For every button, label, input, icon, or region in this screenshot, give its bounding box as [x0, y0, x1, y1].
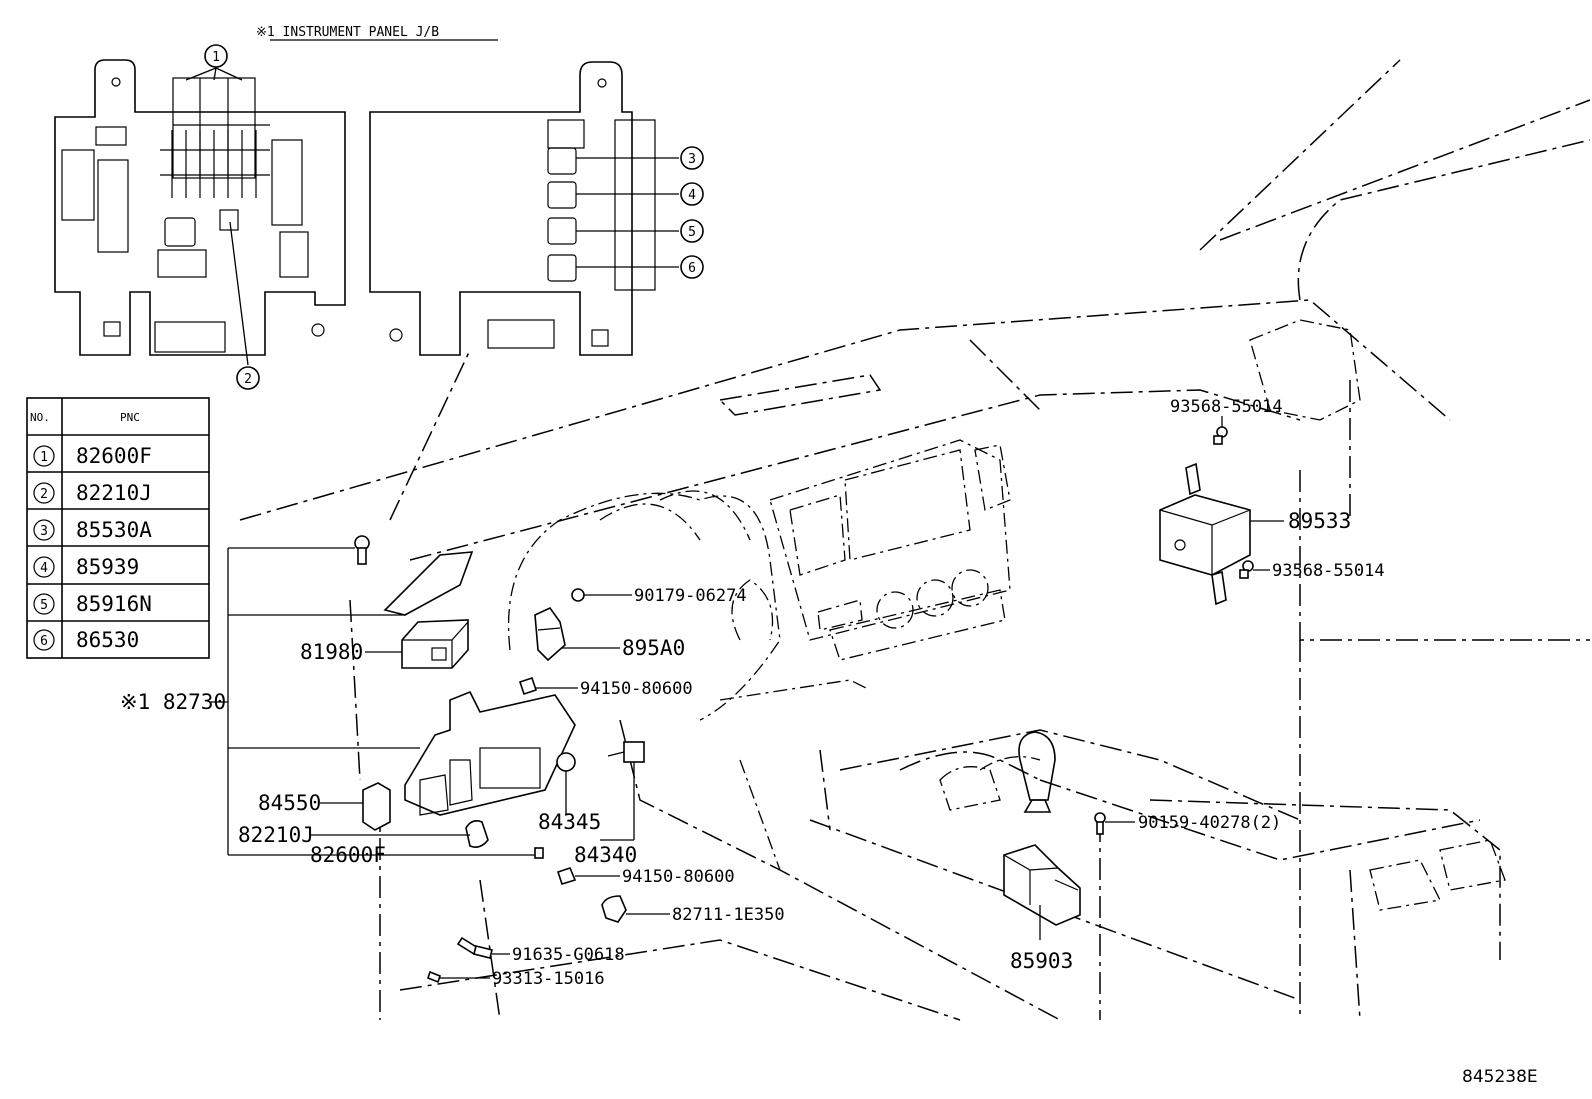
part-label-85903: 85903 — [1010, 949, 1073, 973]
table-row-no: 6 — [40, 634, 48, 649]
bolt-93568-bottom — [1239, 560, 1254, 579]
callout-6: 6 — [680, 255, 704, 279]
screw-93313 — [427, 970, 441, 984]
part-label-93568-top: 93568-55014 — [1170, 397, 1283, 417]
table-row-pnc: 86530 — [76, 628, 139, 652]
part-label-82600f: 82600F — [310, 843, 386, 867]
table-row-pnc: 85916N — [76, 592, 152, 616]
shift-lever — [1018, 731, 1056, 813]
sensor-895a0 — [534, 606, 566, 662]
part-label-81980: 81980 — [300, 640, 363, 664]
junction-block-front-view — [54, 59, 346, 366]
table-row-no: 3 — [40, 524, 48, 539]
part-label-84340: 84340 — [574, 843, 637, 867]
part-label-90159: 90159-40278(2) — [1138, 813, 1281, 833]
table-row-no: 2 — [40, 487, 48, 502]
fuse-grid — [160, 77, 270, 198]
part-label-82711: 82711-1E350 — [672, 905, 785, 925]
diagram-title: ※1 INSTRUMENT PANEL J/B — [256, 25, 439, 40]
callout-4: 4 — [680, 182, 704, 206]
module-89533 — [1159, 462, 1251, 606]
svg-text:4: 4 — [688, 188, 696, 203]
svg-text:1: 1 — [212, 50, 220, 65]
part-label-82730: ※1 82730 — [120, 690, 226, 714]
part-label-93313: 93313-15016 — [492, 969, 605, 989]
table-header-pnc: PNC — [120, 411, 140, 424]
module-81980 — [401, 619, 469, 669]
relay-82210j — [465, 820, 489, 848]
svg-text:5: 5 — [688, 225, 696, 240]
junction-block-82730 — [404, 690, 576, 816]
fuse-82600f — [534, 847, 544, 859]
part-label-90179: 90179-06274 — [634, 586, 747, 606]
part-label-94150-upper: 94150-80600 — [580, 679, 693, 699]
connector-84550 — [362, 782, 391, 831]
clip-82711 — [601, 895, 627, 923]
callout-1: 1 — [204, 44, 228, 68]
svg-text:2: 2 — [244, 372, 252, 387]
part-label-94150-lower: 94150-80600 — [622, 867, 735, 887]
figure-id: 845238E — [1462, 1067, 1538, 1087]
clip-90179 — [571, 588, 585, 602]
callout-5: 5 — [680, 219, 704, 243]
part-label-89533: 89533 — [1288, 509, 1351, 533]
part-label-93568-bottom: 93568-55014 — [1272, 561, 1385, 581]
bolt-icon — [354, 535, 370, 565]
nut-94150-upper — [518, 676, 538, 696]
table-row-no: 4 — [40, 561, 48, 576]
part-label-895a0: 895A0 — [622, 636, 685, 660]
screw-91635 — [456, 936, 493, 959]
table-row-pnc: 82600F — [76, 444, 152, 468]
pnc-table: NO. PNC 1 82600F 2 82210J 3 85530A 4 859… — [26, 397, 210, 659]
table-row-pnc: 85939 — [76, 555, 139, 579]
dashboard-outline — [239, 59, 1591, 1021]
table-row-pnc: 82210J — [76, 481, 152, 505]
part-label-91635: 91635-G0618 — [512, 945, 625, 965]
module-85903 — [1003, 844, 1081, 926]
part-label-84345: 84345 — [538, 810, 601, 834]
bolt-90159 — [1094, 812, 1106, 835]
table-header-no: NO. — [30, 411, 50, 424]
nut-94150-lower — [556, 867, 577, 885]
table-row-no: 5 — [40, 598, 48, 613]
switch-84340 — [607, 741, 645, 763]
junction-block-rear-view — [369, 61, 679, 356]
table-row-pnc: 85530A — [76, 518, 152, 542]
bolt-93568-top — [1213, 426, 1228, 445]
callout-3: 3 — [680, 146, 704, 170]
svg-text:6: 6 — [688, 261, 696, 276]
callout-2: 2 — [236, 366, 260, 390]
table-row-no: 1 — [40, 450, 48, 465]
switch-84345 — [556, 752, 576, 772]
svg-text:3: 3 — [688, 152, 696, 167]
part-label-82210j: 82210J — [238, 823, 314, 847]
bracket-plate — [383, 551, 474, 616]
part-label-84550: 84550 — [258, 791, 321, 815]
leader-lines — [210, 416, 1284, 979]
